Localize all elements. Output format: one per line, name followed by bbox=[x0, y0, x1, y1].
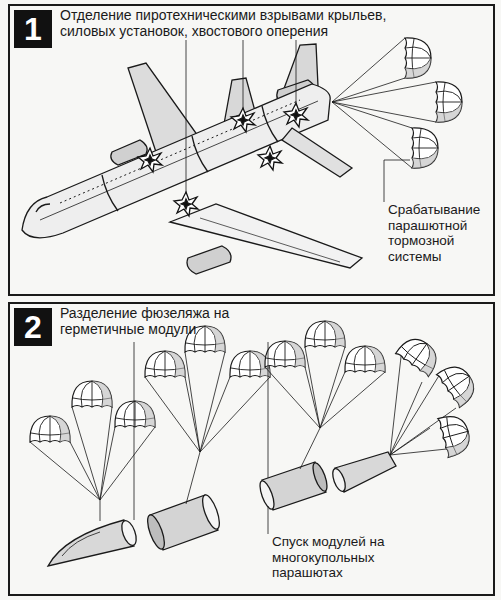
aircraft bbox=[22, 44, 362, 274]
callout-note: Срабатывание парашютной тормозной систем… bbox=[388, 202, 492, 264]
step-panel: Отделение пиротехническими взрывами крыл… bbox=[8, 4, 495, 296]
step-number: 2 bbox=[24, 311, 42, 343]
step-number-box: 2 bbox=[14, 308, 52, 346]
brake-parachutes bbox=[332, 38, 462, 168]
step-panel: Разделение фюзеляжа на герметичные модул… bbox=[8, 302, 495, 596]
step-number-box: 1 bbox=[14, 10, 52, 48]
step-heading: Разделение фюзеляжа на герметичные модул… bbox=[60, 305, 290, 337]
step-heading: Отделение пиротехническими взрывами крыл… bbox=[60, 7, 400, 39]
step-number: 1 bbox=[24, 13, 42, 45]
callout-note: Спуск модулей на многокупольных парашюта… bbox=[272, 534, 422, 581]
leader-lines bbox=[134, 342, 268, 534]
module-parachutes bbox=[30, 321, 481, 521]
leader-lines bbox=[186, 40, 410, 202]
